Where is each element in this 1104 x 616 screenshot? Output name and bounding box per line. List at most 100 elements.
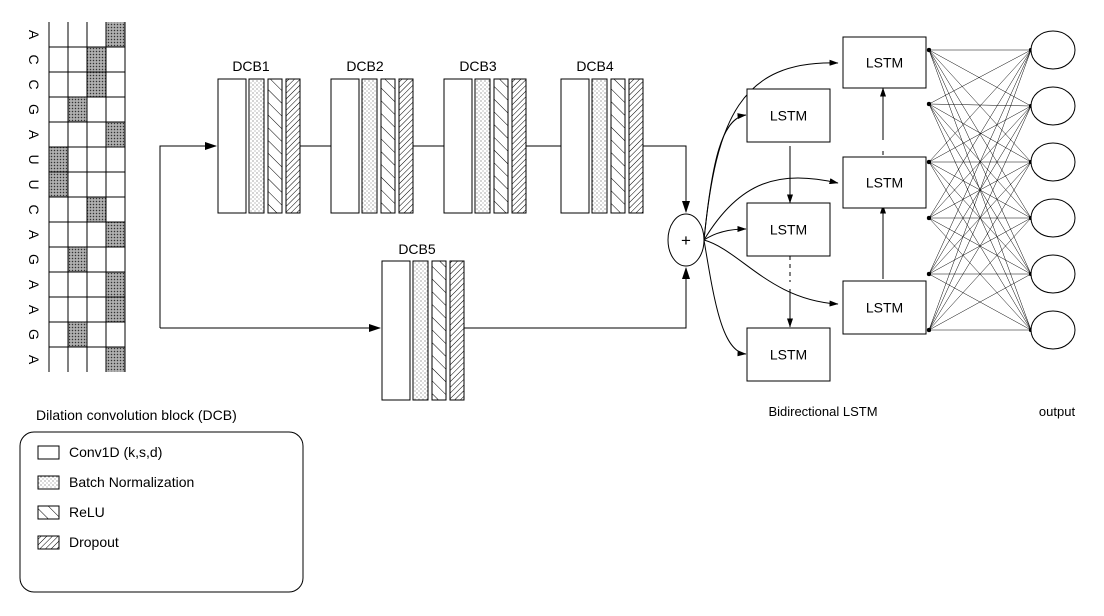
connection-lines — [159, 59, 886, 357]
filled-cell — [68, 322, 87, 347]
fully-connected-lines — [926, 47, 1034, 333]
dcb-layer-dotted — [248, 78, 265, 214]
output-node — [1030, 198, 1076, 238]
dcb-layer-crosshatch — [628, 78, 644, 214]
dcb-block-1: DCB1 — [217, 58, 301, 214]
dcb-block-4: DCB4 — [560, 58, 644, 214]
legend-title: Dilation convolution block (DCB) — [36, 407, 237, 423]
fc-edge — [928, 49, 1032, 219]
output-node — [1030, 254, 1076, 294]
dcb-layer-dotted — [474, 78, 491, 214]
sequence-letter: A — [26, 230, 42, 240]
sequence-letter: C — [26, 54, 42, 64]
fc-edge — [928, 217, 1032, 331]
legend-swatch — [37, 475, 60, 490]
fc-edge — [928, 105, 1032, 331]
sequence-letter: A — [26, 305, 42, 315]
fc-edge — [928, 49, 1032, 275]
sequence-letter: C — [26, 204, 42, 214]
dcb-layer-plain — [443, 78, 473, 214]
lstm-input-curve — [703, 113, 747, 241]
dcb-layer-hatch — [380, 78, 396, 214]
legend-item-label: Batch Normalization — [69, 474, 194, 490]
lstm-input-curve — [703, 239, 839, 307]
dcb-layer-plain — [217, 78, 247, 214]
fc-edge — [928, 49, 1032, 331]
fc-dot — [926, 215, 932, 221]
sequence-letter: A — [26, 280, 42, 290]
fc-dot — [926, 271, 932, 277]
legend-item-plain: Conv1D (k,s,d) — [37, 444, 162, 460]
lstm-unit: LSTM — [842, 280, 927, 335]
legend-swatch — [37, 535, 60, 550]
sequence-letter: G — [26, 329, 42, 340]
lstm-unit: LSTM — [842, 156, 927, 209]
output-label: output — [1039, 404, 1076, 419]
lstm-box — [842, 156, 927, 209]
dcb-layer-crosshatch — [449, 260, 465, 401]
output-node — [1030, 30, 1076, 70]
filled-cell — [68, 97, 87, 122]
dcb-layer-hatch — [267, 78, 283, 214]
dcb-layer-dotted — [591, 78, 608, 214]
lstm-input-curve — [703, 239, 747, 357]
fc-dot — [926, 101, 932, 107]
legend-item-label: ReLU — [69, 504, 105, 520]
fc-edge — [928, 103, 1032, 107]
fc-edge — [928, 49, 1032, 107]
fc-edge — [928, 103, 1032, 275]
lstm-input-curve — [703, 226, 747, 241]
filled-cell — [87, 72, 106, 97]
legend-item-label: Conv1D (k,s,d) — [69, 444, 162, 460]
legend-item-dotted: Batch Normalization — [37, 474, 194, 490]
dcb-layer-plain — [330, 78, 360, 214]
lstm-label: LSTM — [866, 300, 903, 316]
filled-cell — [106, 122, 125, 147]
lstm-label: LSTM — [866, 55, 903, 71]
dcb-layer-plain — [560, 78, 590, 214]
bidirectional-lstm-label: Bidirectional LSTM — [768, 404, 877, 419]
dcb-block-3: DCB3 — [443, 58, 527, 214]
lstm-unit: LSTM — [842, 36, 927, 89]
fc-edge — [928, 273, 1032, 331]
lstm-box — [842, 36, 927, 89]
lstm-label: LSTM — [770, 347, 807, 363]
output-nodes — [1030, 30, 1076, 350]
dcb-label: DCB4 — [576, 58, 614, 74]
fc-dot — [926, 159, 932, 165]
legend-item-hatch: ReLU — [37, 504, 105, 520]
fc-edge — [928, 103, 1032, 331]
fc-dot — [926, 327, 932, 333]
filled-cell — [106, 272, 125, 297]
filled-cell — [106, 22, 125, 47]
dcb-layer-crosshatch — [511, 78, 527, 214]
lstm-box — [746, 327, 831, 382]
filled-cell — [68, 247, 87, 272]
filled-cell — [87, 47, 106, 72]
lstm-box — [842, 280, 927, 335]
filled-cell — [106, 297, 125, 322]
lstm-unit: LSTM — [746, 88, 831, 143]
sequence-letter: G — [26, 104, 42, 115]
sum-node: + — [667, 213, 705, 267]
filled-cell — [106, 347, 125, 372]
lstm-unit: LSTM — [746, 327, 831, 382]
dcb-layer-dotted — [361, 78, 378, 214]
sequence-letter: C — [26, 79, 42, 89]
legend-swatch — [37, 445, 60, 460]
fc-edge — [928, 161, 1032, 331]
wire — [159, 142, 217, 328]
sequence-letter: G — [26, 254, 42, 265]
legend: Dilation convolution block (DCB) Conv1D … — [19, 407, 304, 593]
legend-item-label: Dropout — [69, 534, 119, 550]
filled-cell — [49, 172, 68, 197]
sequence-letter: U — [26, 179, 42, 189]
dcb-label: DCB1 — [232, 58, 270, 74]
fc-edge — [928, 49, 1032, 105]
filled-cell — [49, 147, 68, 172]
